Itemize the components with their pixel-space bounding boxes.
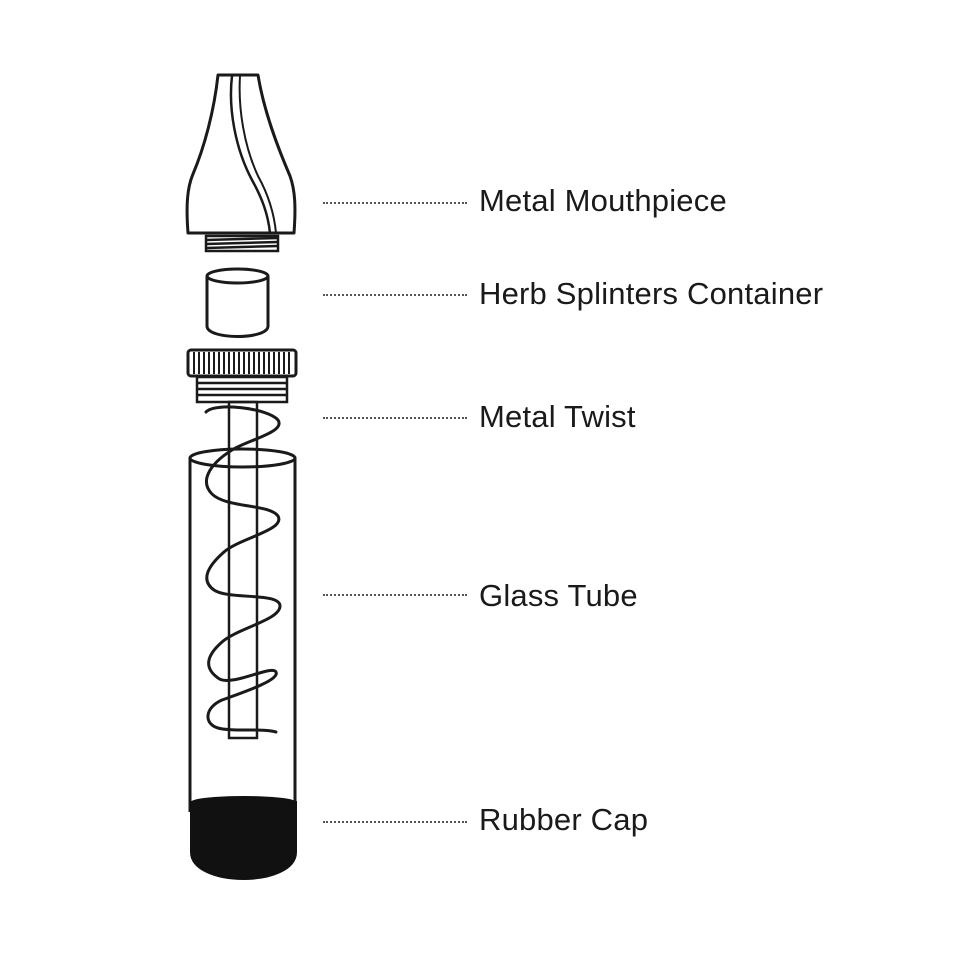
rubber-cap-drawing	[190, 796, 297, 880]
herb-container-drawing	[205, 267, 270, 338]
twist-knurl-lines	[193, 352, 290, 374]
container-rim	[205, 267, 270, 285]
label-rubber-cap: Rubber Cap	[479, 802, 649, 837]
metal-twist-drawing	[186, 348, 298, 740]
container-body	[205, 276, 270, 338]
rubber-cap	[190, 801, 297, 880]
mouthpiece-thread-lines	[205, 236, 279, 250]
glass-tube-body	[188, 458, 297, 812]
leader-line-tube	[323, 594, 467, 596]
glass-tube-rim	[188, 447, 297, 469]
twist-spiral	[204, 405, 282, 734]
leader-line-container	[323, 294, 467, 296]
label-herb-splinters-container: Herb Splinters Container	[479, 276, 824, 311]
metal-mouthpiece-drawing	[185, 73, 297, 253]
label-glass-tube: Glass Tube	[479, 578, 638, 613]
leader-line-cap	[323, 821, 467, 823]
glass-tube-drawing	[188, 447, 297, 812]
label-metal-twist: Metal Twist	[479, 399, 636, 434]
mouthpiece-seam-left	[229, 75, 272, 234]
leader-line-twist	[323, 417, 467, 419]
rubber-cap-top	[191, 796, 296, 808]
label-metal-mouthpiece: Metal Mouthpiece	[479, 183, 727, 218]
mouthpiece-seam-right	[238, 75, 277, 234]
twist-thread-lines	[197, 381, 287, 397]
twist-rod	[227, 400, 259, 740]
leader-line-mouthpiece	[323, 202, 467, 204]
